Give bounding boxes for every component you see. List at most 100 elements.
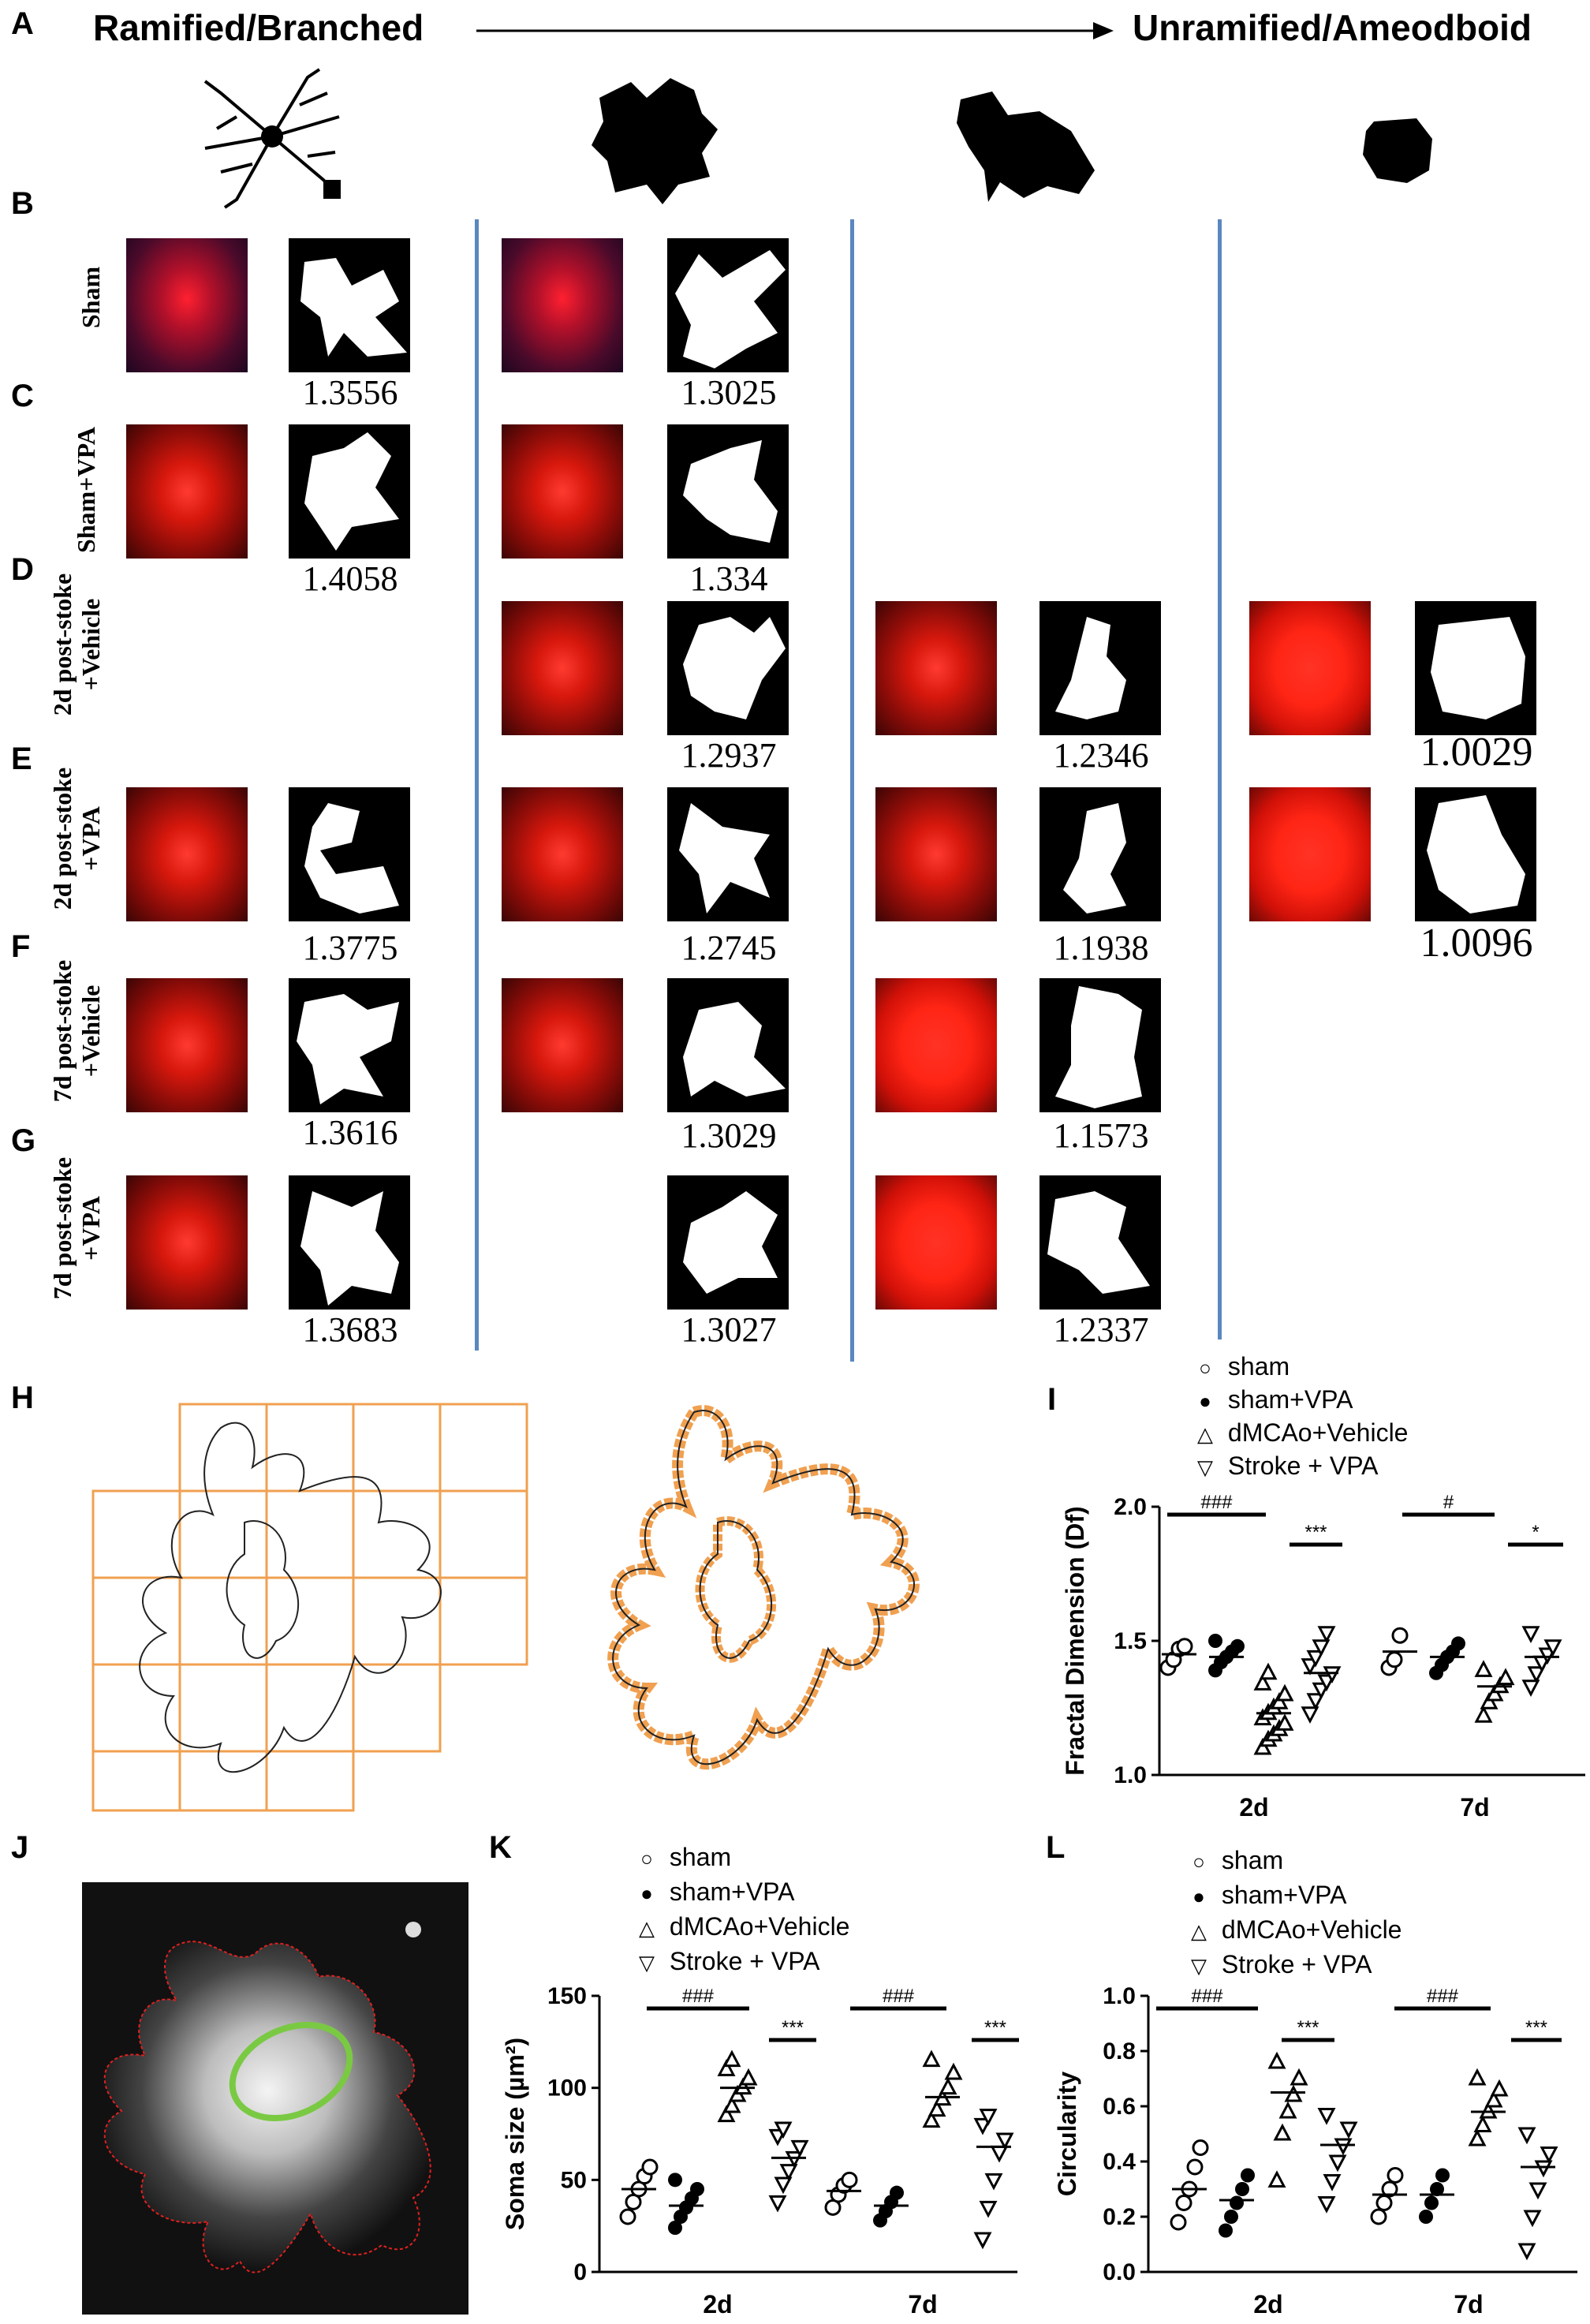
data-point — [768, 2195, 787, 2213]
df-value: 1.4058 — [302, 559, 398, 598]
binary-image — [289, 787, 410, 921]
data-point — [1540, 2147, 1558, 2164]
data-point — [1543, 1639, 1562, 1657]
data-point — [1474, 1660, 1493, 1677]
x-category-label: 2d — [703, 2290, 732, 2318]
data-point — [928, 2099, 946, 2117]
legend-item-sham: ○ sham — [1183, 1846, 1283, 1875]
filled-circle-icon: ● — [1192, 1885, 1205, 1908]
divider-2 — [850, 219, 854, 1362]
row-label-e-line2: +VPA — [77, 806, 105, 871]
data-point — [1170, 2214, 1187, 2231]
data-point — [668, 2173, 682, 2188]
data-point — [1323, 2174, 1342, 2191]
df-value: 1.0096 — [1420, 921, 1533, 966]
fluorescence-image — [126, 787, 248, 921]
binary-image — [289, 1175, 410, 1310]
fluorescence-image — [502, 424, 623, 559]
fluorescence-image — [502, 238, 623, 372]
df-value: 1.3775 — [302, 928, 398, 967]
data-point — [1224, 2210, 1238, 2224]
panel-label-a: A — [11, 6, 34, 41]
open-circle-icon: ○ — [1192, 1850, 1205, 1874]
legend-item-dmcao: △ dMCAo+Vehicle — [1183, 1915, 1402, 1945]
data-point — [1290, 2068, 1308, 2086]
soma-ellipse — [229, 2021, 353, 2122]
data-point — [1484, 2090, 1503, 2108]
binary-image — [667, 787, 789, 921]
data-point — [722, 2049, 741, 2068]
data-point — [1490, 2079, 1509, 2097]
binary-image — [289, 424, 410, 559]
x-category-label: 7d — [1460, 1793, 1489, 1821]
data-point — [1301, 1706, 1319, 1724]
data-point — [690, 2182, 704, 2196]
divider-3 — [1218, 219, 1222, 1339]
data-point — [1175, 2195, 1192, 2211]
data-point — [1317, 1626, 1336, 1644]
fluorescence-image — [875, 601, 997, 735]
data-point — [1480, 1691, 1499, 1709]
ramified-silhouette — [203, 68, 341, 209]
amoeboid-silhouette — [1363, 118, 1432, 183]
legend-item-dmcao: △ dMCAo+Vehicle — [1189, 1418, 1408, 1448]
data-point — [717, 2105, 736, 2123]
data-point — [1267, 2170, 1286, 2188]
df-value: 1.3027 — [681, 1310, 777, 1349]
data-point — [668, 2221, 682, 2235]
df-value: 1.0029 — [1420, 730, 1533, 775]
triangle-down-icon: ▽ — [1197, 1455, 1213, 1479]
data-point — [1496, 1668, 1515, 1686]
row-label-b: Sham — [77, 266, 105, 329]
data-point — [1435, 2168, 1450, 2183]
data-point — [922, 2049, 941, 2068]
significance-label: *** — [1297, 2017, 1319, 2038]
data-point — [1275, 1683, 1294, 1702]
y-axis-label: Fractal Dimension (Df) — [1061, 1506, 1089, 1775]
df-value: 1.3029 — [681, 1116, 777, 1155]
df-value: 1.2337 — [1053, 1310, 1149, 1349]
fluorescence-image — [875, 978, 997, 1112]
binary-image — [667, 601, 789, 735]
row-label-d-line2: +Vehicle — [77, 598, 105, 691]
df-value: 1.2937 — [681, 736, 777, 775]
data-point — [979, 2109, 998, 2126]
data-point — [939, 2077, 957, 2095]
y-tick-label: 0.8 — [1103, 2038, 1136, 2064]
box-counting-coarse — [91, 1403, 528, 1812]
significance-label: ### — [1191, 1986, 1223, 2007]
filled-circle-icon: ● — [640, 1881, 653, 1905]
fluorescence-image — [126, 1175, 248, 1310]
panel-label-k: K — [489, 1830, 512, 1865]
df-value: 1.3616 — [302, 1113, 398, 1152]
data-point — [1186, 2158, 1204, 2176]
data-point — [1208, 1634, 1222, 1648]
data-point — [1468, 2068, 1487, 2086]
data-point — [1375, 2195, 1393, 2211]
significance-label: ### — [1200, 1492, 1233, 1513]
branched-silhouette — [592, 78, 718, 204]
row-label-g-line2: +VPA — [77, 1196, 105, 1261]
panel-label-b: B — [11, 186, 34, 221]
data-point — [979, 2200, 998, 2218]
legend-item-stroke-vpa: ▽ Stroke + VPA — [631, 1947, 820, 1976]
significance-label: * — [1532, 1522, 1539, 1543]
data-point — [717, 2059, 736, 2076]
binary-image — [1415, 787, 1536, 921]
binary-image — [1039, 787, 1161, 921]
data-point — [1267, 2051, 1286, 2069]
triangle-down-icon: ▽ — [639, 1951, 655, 1975]
fluorescence-image — [126, 424, 248, 559]
df-value: 1.1938 — [1053, 928, 1149, 967]
panel-label-c: C — [11, 379, 34, 413]
x-category-label: 7d — [1454, 2290, 1483, 2318]
triangle-up-icon: △ — [1197, 1422, 1213, 1446]
x-category-label: 2d — [1239, 1793, 1268, 1821]
panel-label-l: L — [1046, 1830, 1066, 1865]
data-point — [1275, 1713, 1294, 1731]
data-point — [1241, 2168, 1255, 2183]
y-tick-label: 1.5 — [1114, 1628, 1147, 1654]
